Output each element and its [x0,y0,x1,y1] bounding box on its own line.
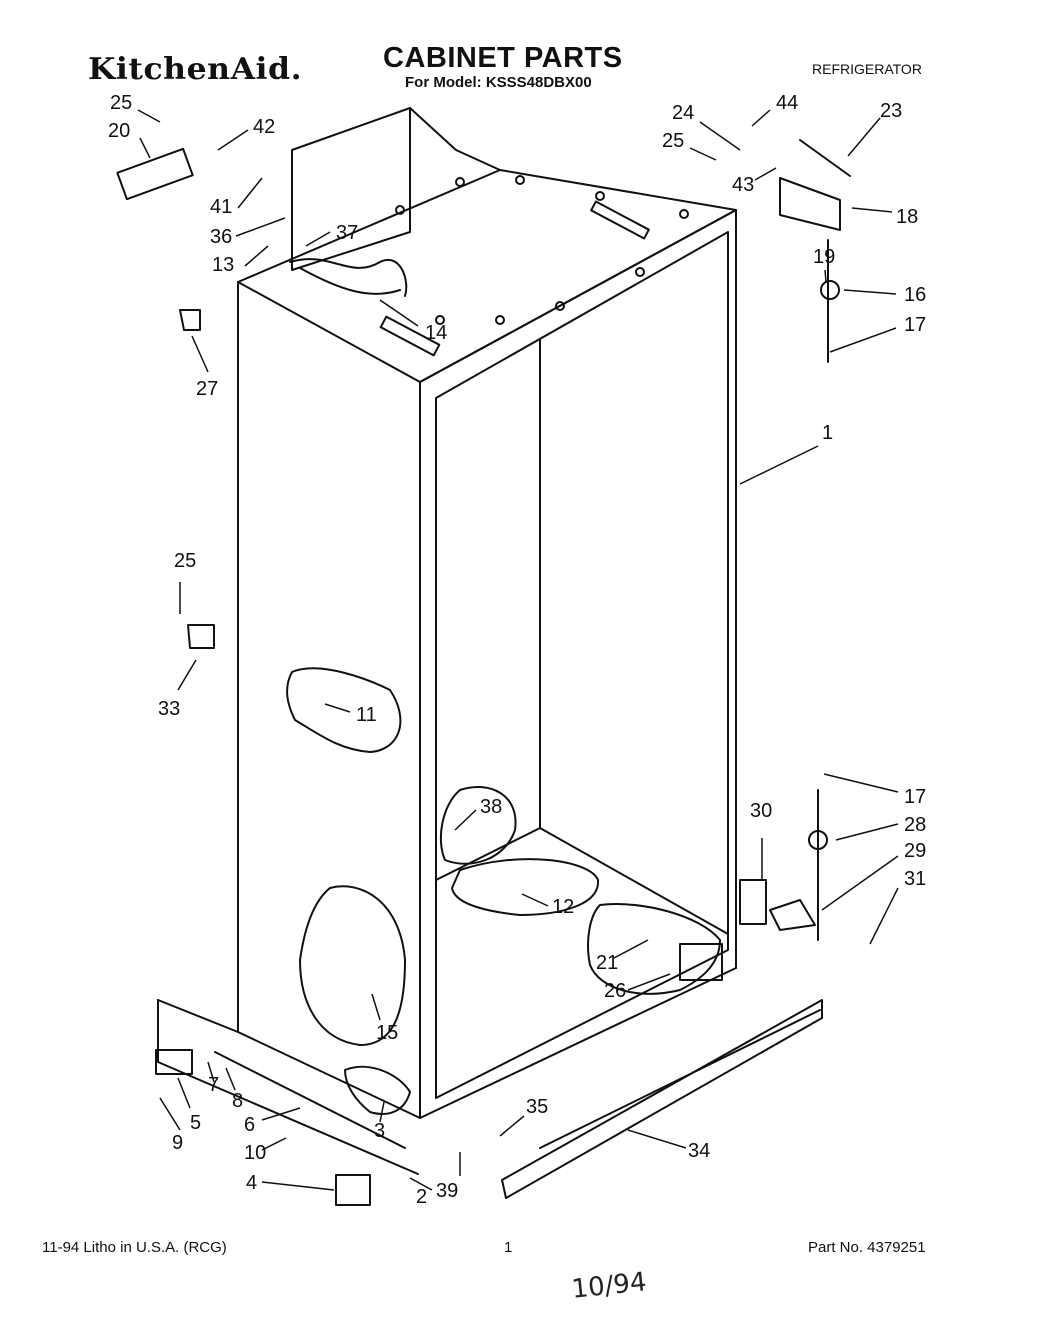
cutaway-upper-left [286,667,402,753]
callout-34: 34 [688,1140,711,1162]
callout-25-hinge: 25 [662,130,685,152]
callout-8: 8 [232,1090,244,1112]
callout-19: 19 [813,246,836,268]
callout-10: 10 [244,1142,267,1164]
callout-44: 44 [776,92,799,114]
callout-16: 16 [904,284,927,306]
callout-14: 14 [425,322,448,344]
callout-21: 21 [596,952,619,974]
callout-20: 20 [108,120,131,142]
cabinet-inner-divider [539,339,729,935]
callout-28: 28 [904,814,927,836]
callout-39: 39 [436,1180,459,1202]
cabinet-top-panel [237,169,737,383]
callout-5: 5 [190,1112,202,1134]
callout-4: 4 [246,1172,258,1194]
callout-12: 12 [552,896,575,918]
callout-27: 27 [196,378,219,400]
callout-26: 26 [604,980,627,1002]
brand-logo: KitchenAid. [88,52,303,87]
appliance-category: REFRIGERATOR [812,61,922,77]
leveler-bracket [155,1049,193,1075]
cabinet-rear-panel [291,107,411,271]
callout-25-side: 25 [174,550,197,572]
callout-17-lower: 17 [904,786,927,808]
cutaway-bottom-corner [344,1065,411,1115]
upper-hinge-bracket [779,177,841,231]
toe-grille [501,999,823,1199]
wiring-harness [289,258,408,297]
callout-9: 9 [172,1132,184,1154]
callout-30: 30 [750,800,773,822]
callout-6: 6 [244,1114,256,1136]
callout-15: 15 [376,1022,399,1044]
callout-24: 24 [672,102,695,124]
cabinet-base-rail [157,999,419,1175]
callout-1: 1 [822,422,834,444]
callout-29: 29 [904,840,927,862]
callout-35: 35 [526,1096,549,1118]
callout-42: 42 [253,116,276,138]
callout-38: 38 [480,796,503,818]
leveling-rod [214,1051,406,1149]
callout-33: 33 [158,698,181,720]
callout-2: 2 [416,1186,428,1208]
callout-11: 11 [356,704,377,726]
cabinet-inner-floor [435,827,541,881]
callout-43: 43 [732,174,755,196]
cutaway-center-floor [451,858,600,916]
callout-31: 31 [904,868,927,890]
cutaway-right-floor [587,903,721,995]
callout-18: 18 [896,206,919,228]
callout-13: 13 [212,254,235,276]
cabinet-front-frame-outer [419,209,737,1119]
handwritten-signature: 10/94 [570,1267,648,1305]
cabinet-left-side [237,281,421,1119]
callout-3: 3 [374,1120,386,1142]
roller-bracket [335,1174,371,1206]
callout-25: 25 [110,92,133,114]
callout-37: 37 [336,222,359,244]
print-date-footer: 11-94 Litho in U.S.A. (RCG) [42,1239,227,1256]
page-title: CABINET PARTS [383,42,623,74]
lower-hinge-bracket [769,899,816,931]
cabinet-front-frame-inner [435,231,729,1099]
page-number: 1 [504,1239,513,1256]
callout-17: 17 [904,314,927,336]
callout-7: 7 [208,1074,220,1096]
part-number-footer: Part No. 4379251 [808,1239,926,1256]
callout-36: 36 [210,226,233,248]
callout-41: 41 [210,196,233,218]
callout-23: 23 [880,100,903,122]
cutaway-center-upper [439,785,517,865]
top-left-bracket [116,147,194,201]
cutaway-lower-left [299,885,406,1046]
model-subtitle: For Model: KSSS48DBX00 [405,74,592,91]
